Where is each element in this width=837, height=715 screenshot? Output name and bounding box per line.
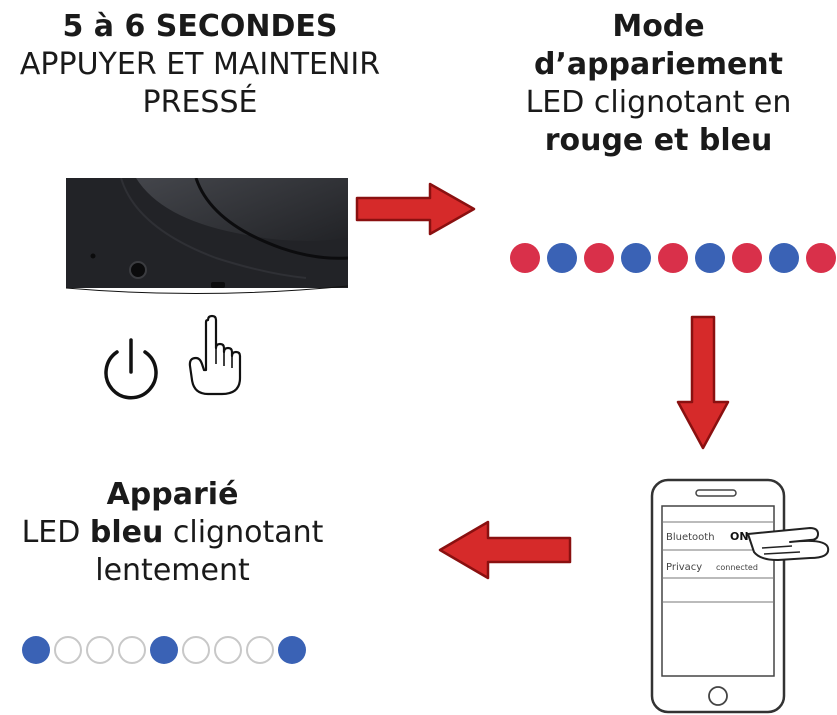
step1-text: 5 à 6 SECONDES APPUYER ET MAINTENIR PRES… bbox=[0, 8, 400, 122]
led-dot-blue bbox=[621, 243, 651, 273]
led-dot-blue bbox=[22, 636, 50, 664]
led-dot-red bbox=[732, 243, 762, 273]
step2-text: Mode d’appariement LED clignotant en rou… bbox=[480, 8, 837, 160]
step2-title-2: d’appariement bbox=[533, 47, 784, 82]
led-dot-red bbox=[658, 243, 688, 273]
step4-desc-post: clignotant bbox=[163, 515, 324, 550]
arrow-right-icon bbox=[355, 182, 476, 236]
step1-duration: 5 à 6 SECONDES bbox=[62, 9, 338, 44]
led-dot-blue bbox=[150, 636, 178, 664]
led-dot-blue bbox=[769, 243, 799, 273]
led-dot-off bbox=[182, 636, 210, 664]
smartphone-icon: Bluetooth ON Privacy connected bbox=[650, 478, 830, 714]
led-dot-off bbox=[118, 636, 146, 664]
led-dot-blue bbox=[547, 243, 577, 273]
power-icon bbox=[104, 338, 158, 400]
step2-title: Mode bbox=[612, 9, 705, 44]
led-dot-blue bbox=[278, 636, 306, 664]
led-dot-off bbox=[86, 636, 114, 664]
step4-description: LED bleu clignotant bbox=[0, 514, 345, 552]
step4-description-2: lentement bbox=[95, 553, 250, 588]
step2-description: LED clignotant en bbox=[525, 85, 792, 120]
led-dot-red bbox=[510, 243, 540, 273]
phone-row2-value: connected bbox=[716, 563, 758, 572]
led-dot-off bbox=[246, 636, 274, 664]
arrow-left-icon bbox=[438, 520, 572, 580]
led-dot-blue bbox=[695, 243, 725, 273]
led-pairing-indicator bbox=[510, 243, 836, 273]
led-dot-off bbox=[214, 636, 242, 664]
phone-row1-value[interactable]: ON bbox=[730, 530, 749, 543]
step2-colors: rouge et bleu bbox=[544, 123, 773, 158]
step4-text: Apparié LED bleu clignotant lentement bbox=[0, 476, 345, 590]
step4-desc-bold: bleu bbox=[89, 515, 164, 550]
phone-row2-label: Privacy bbox=[666, 562, 702, 573]
step1-instruction-2: PRESSÉ bbox=[142, 85, 258, 120]
led-dot-red bbox=[584, 243, 614, 273]
step4-desc-pre: LED bbox=[21, 515, 90, 550]
finger-press-icon bbox=[188, 314, 242, 396]
led-dot-red bbox=[806, 243, 836, 273]
step4-title: Apparié bbox=[106, 477, 239, 512]
led-paired-indicator bbox=[22, 636, 306, 664]
phone-row1-label: Bluetooth bbox=[666, 532, 715, 543]
step1-instruction: APPUYER ET MAINTENIR bbox=[19, 47, 381, 82]
arrow-down-icon bbox=[676, 315, 730, 450]
led-dot-off bbox=[54, 636, 82, 664]
pointing-hand-icon bbox=[747, 527, 830, 561]
headphone-icon bbox=[66, 178, 348, 300]
